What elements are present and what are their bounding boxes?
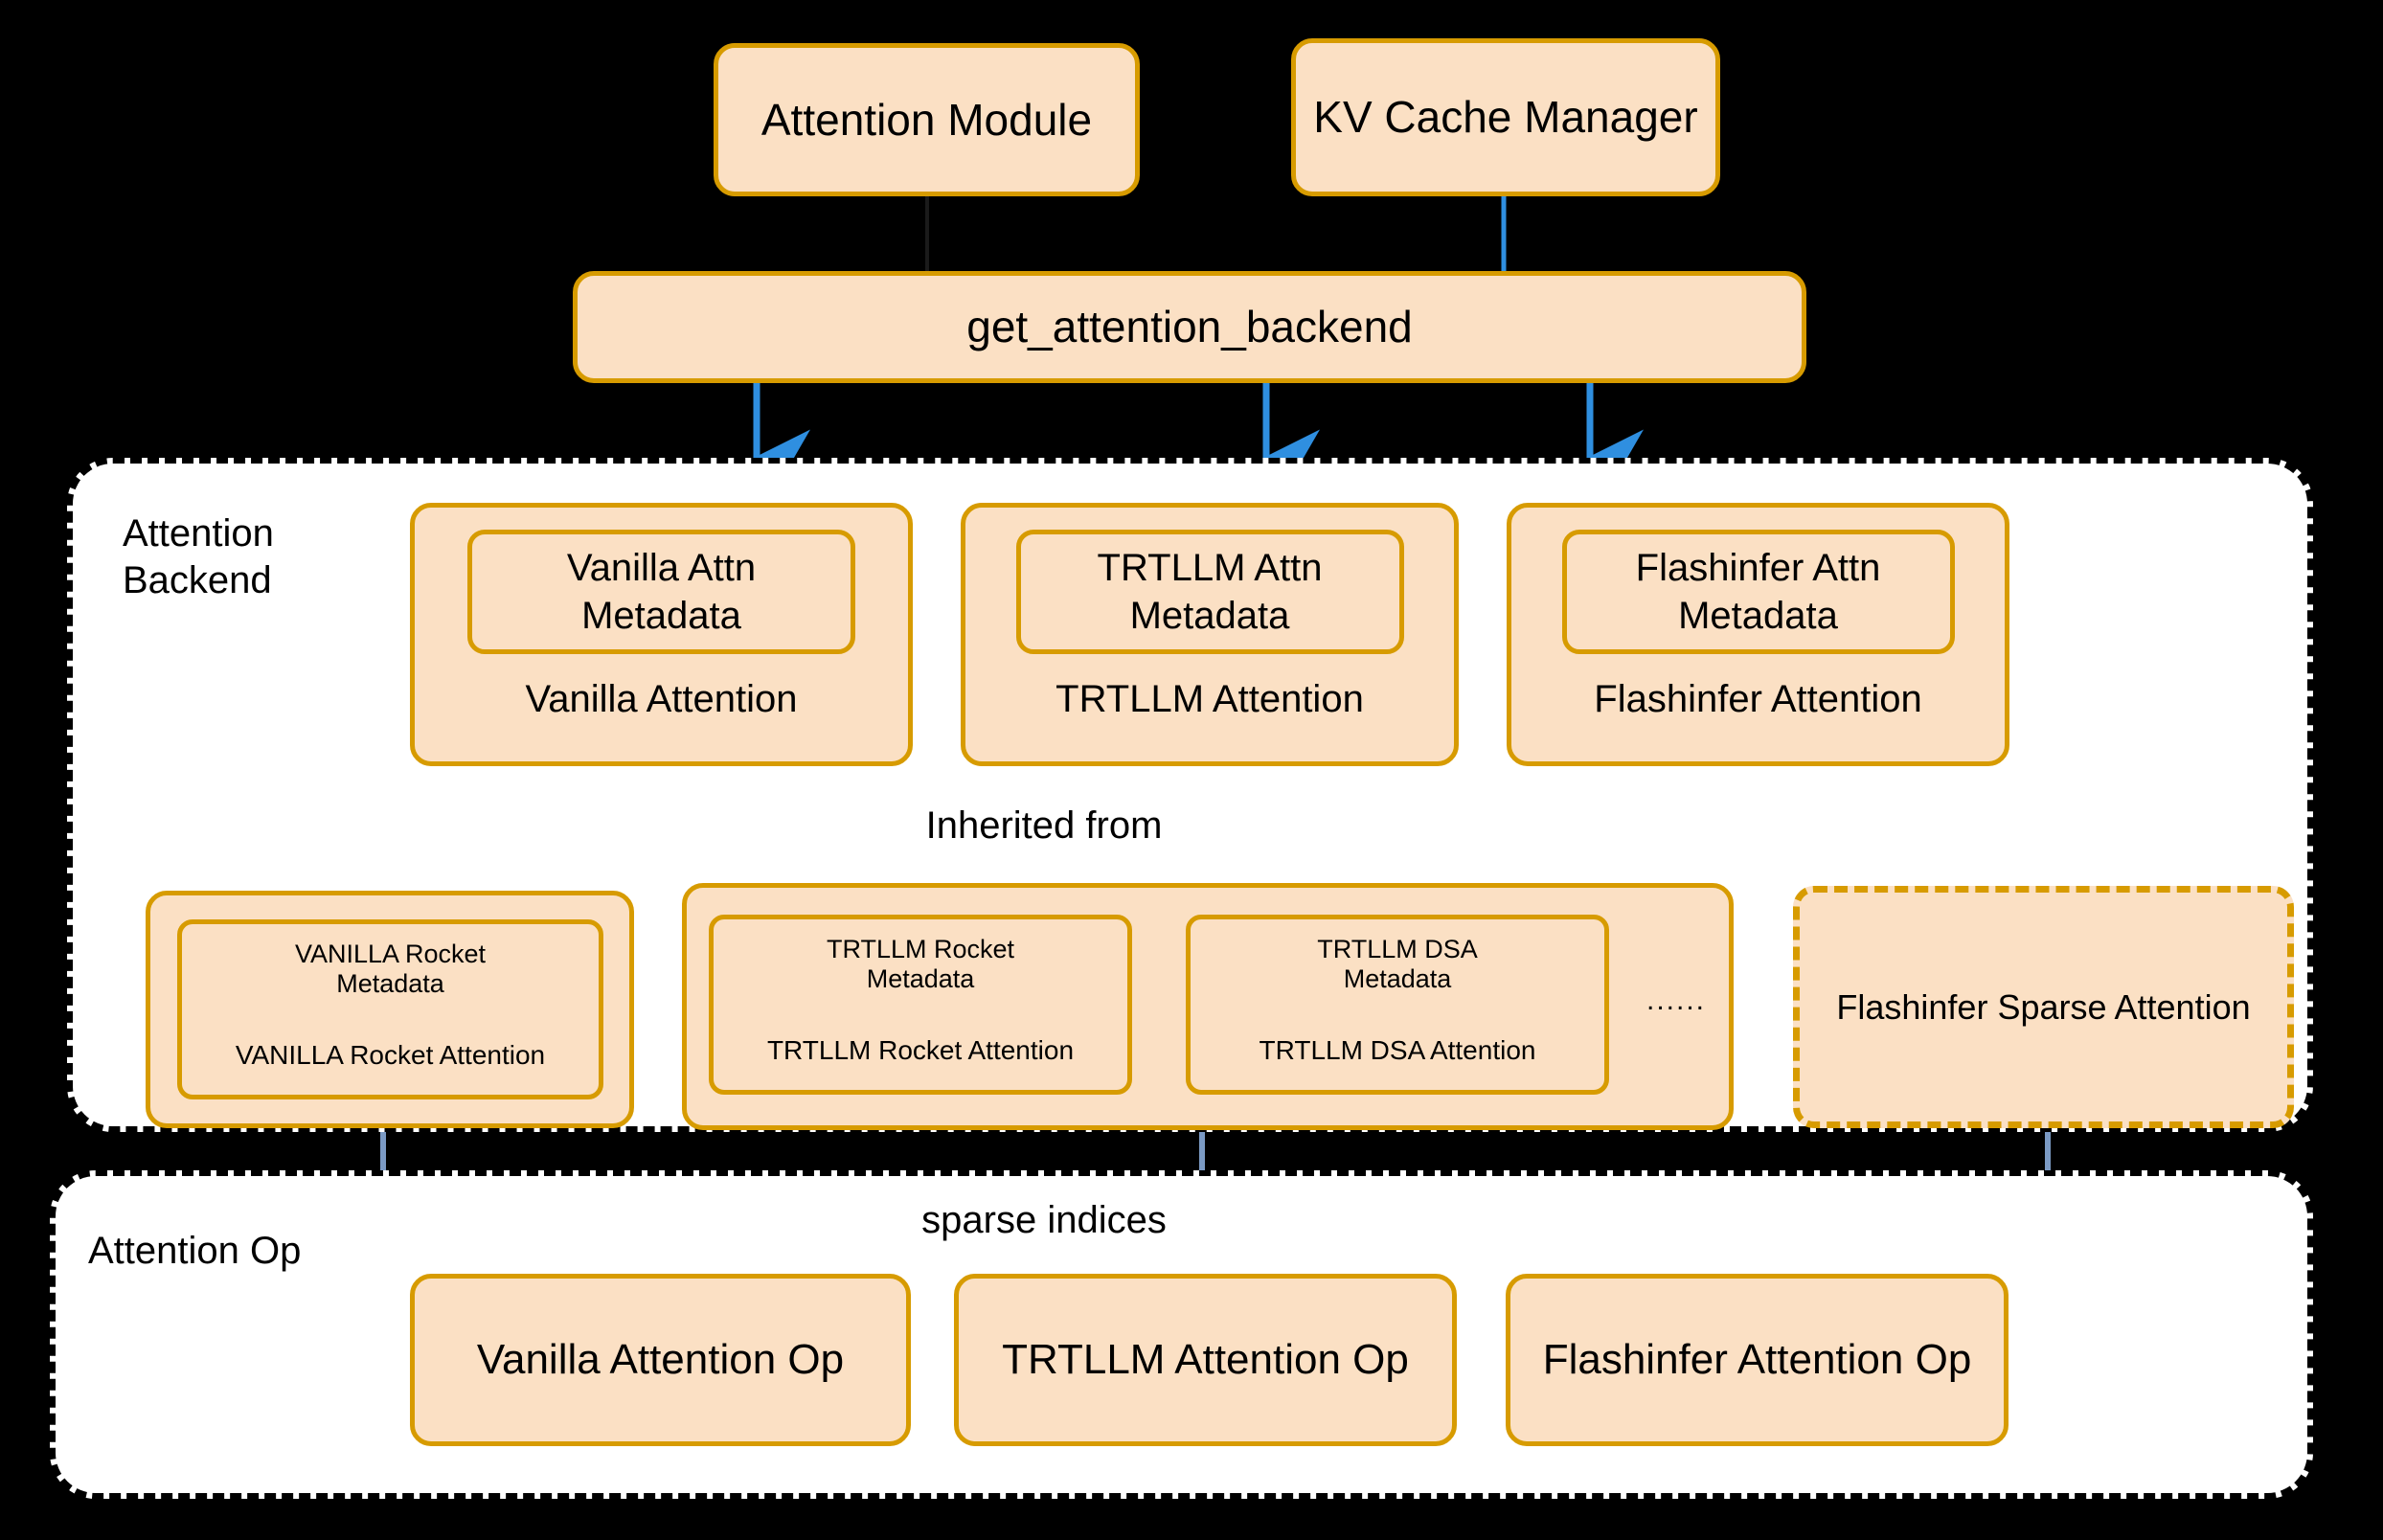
trtllm-rocket-attention-card[interactable]: TRTLLM Rocket Metadata TRTLLM Rocket Att… bbox=[709, 915, 1132, 1095]
op-card-flashinfer[interactable]: Flashinfer Attention Op bbox=[1506, 1274, 2009, 1446]
wire-module-to-dispatcher bbox=[925, 196, 929, 276]
backend-card-flashinfer[interactable]: Flashinfer Attn Metadata Flashinfer Atte… bbox=[1507, 503, 2009, 766]
kv-cache-manager-label: KV Cache Manager bbox=[1313, 92, 1698, 143]
trtllm-rocket-metadata-box[interactable]: TRTLLM Rocket Metadata bbox=[796, 935, 1045, 1035]
node-attention-module[interactable]: Attention Module bbox=[714, 43, 1140, 196]
vanilla-rocket-metadata-label: VANILLA Rocket Metadata bbox=[294, 940, 487, 999]
get-attention-backend-label: get_attention_backend bbox=[966, 302, 1413, 352]
attention-backend-group-label: Attention Backend bbox=[123, 512, 274, 601]
flashinfer-sparse-attention-label: Flashinfer Sparse Attention bbox=[1836, 986, 2251, 1027]
flashinfer-attention-op-label: Flashinfer Attention Op bbox=[1542, 1335, 1972, 1383]
op-card-vanilla[interactable]: Vanilla Attention Op bbox=[410, 1274, 911, 1446]
trtllm-rocket-attention-title: TRTLLM Rocket Attention bbox=[766, 1035, 1075, 1065]
inherited-from-label: Inherited from bbox=[925, 804, 1163, 847]
backend-card-trtllm[interactable]: TRTLLM Attn Metadata TRTLLM Attention bbox=[961, 503, 1459, 766]
vanilla-attention-title: Vanilla Attention bbox=[525, 678, 798, 720]
trtllm-rocket-metadata-label: TRTLLM Rocket Metadata bbox=[826, 935, 1015, 994]
node-kv-cache-manager[interactable]: KV Cache Manager bbox=[1291, 38, 1720, 196]
flashinfer-attn-metadata-label: Flashinfer Attn Metadata bbox=[1635, 547, 1881, 637]
op-card-trtllm[interactable]: TRTLLM Attention Op bbox=[954, 1274, 1457, 1446]
vanilla-attention-op-label: Vanilla Attention Op bbox=[476, 1335, 845, 1383]
backend-card-vanilla[interactable]: Vanilla Attn Metadata Vanilla Attention bbox=[410, 503, 913, 766]
trtllm-dsa-metadata-box[interactable]: TRTLLM DSA Metadata bbox=[1262, 935, 1533, 1035]
vanilla-attn-metadata-label: Vanilla Attn Metadata bbox=[566, 547, 757, 637]
vanilla-rocket-attention-card[interactable]: VANILLA Rocket Metadata VANILLA Rocket A… bbox=[177, 919, 603, 1099]
vanilla-rocket-metadata-box[interactable]: VANILLA Rocket Metadata bbox=[261, 940, 521, 1040]
vanilla-attn-metadata-box[interactable]: Vanilla Attn Metadata bbox=[467, 530, 855, 654]
flashinfer-attn-metadata-box[interactable]: Flashinfer Attn Metadata bbox=[1561, 530, 1955, 654]
wire-dispatcher-to-backends bbox=[750, 383, 1644, 490]
flashinfer-sparse-attention-card[interactable]: Flashinfer Sparse Attention bbox=[1793, 886, 2294, 1128]
sparse-indices-label: sparse indices bbox=[921, 1199, 1167, 1241]
trtllm-dsa-metadata-label: TRTLLM DSA Metadata bbox=[1317, 935, 1478, 994]
attention-op-group-label: Attention Op bbox=[88, 1230, 302, 1272]
node-get-attention-backend[interactable]: get_attention_backend bbox=[573, 271, 1806, 383]
trtllm-attn-metadata-label: TRTLLM Attn Metadata bbox=[1097, 547, 1323, 637]
trtllm-dsa-attention-title: TRTLLM DSA Attention bbox=[1259, 1035, 1536, 1065]
attention-module-label: Attention Module bbox=[760, 94, 1093, 145]
trtllm-dsa-attention-card[interactable]: TRTLLM DSA Metadata TRTLLM DSA Attention bbox=[1186, 915, 1609, 1095]
trtllm-more-ellipsis: ...... bbox=[1645, 985, 1706, 1016]
trtllm-attention-op-label: TRTLLM Attention Op bbox=[1002, 1335, 1409, 1383]
trtllm-attention-title: TRTLLM Attention bbox=[1055, 678, 1364, 720]
trtllm-attn-metadata-box[interactable]: TRTLLM Attn Metadata bbox=[1015, 530, 1404, 654]
flashinfer-attention-title: Flashinfer Attention bbox=[1594, 678, 1922, 720]
vanilla-rocket-attention-title: VANILLA Rocket Attention bbox=[235, 1040, 546, 1070]
